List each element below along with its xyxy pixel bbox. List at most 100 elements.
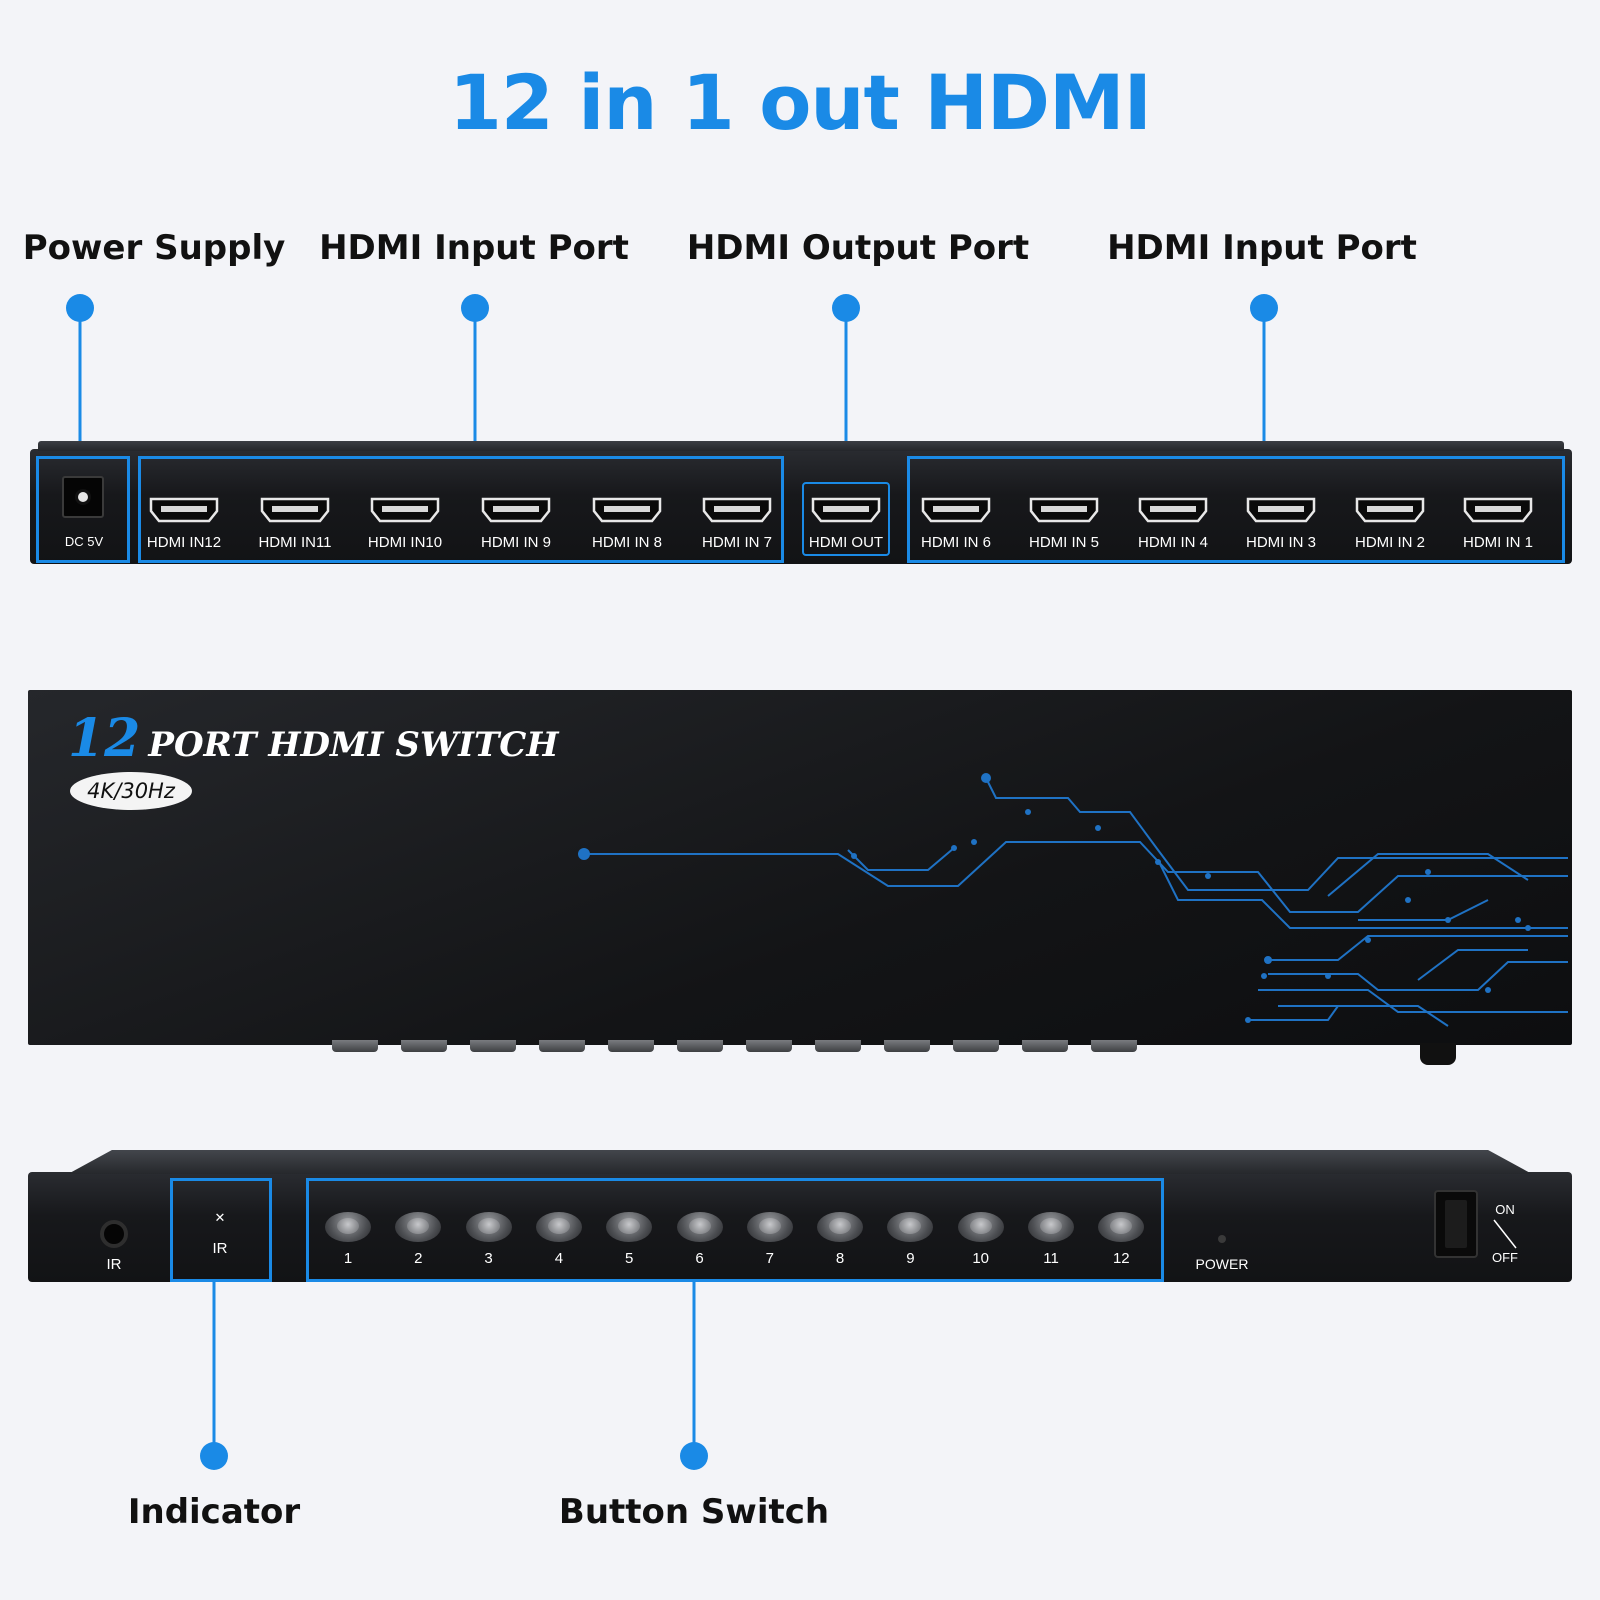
- hdmi-port-left-3: [481, 497, 551, 523]
- hdmi-port-label: HDMI IN 5: [1028, 534, 1100, 551]
- hdmi-port-left-4: [592, 497, 662, 523]
- callout-hdmi-input-left: HDMI Input Port: [319, 228, 629, 268]
- leader-dot-power: [66, 294, 94, 322]
- hdmi-port-left-2: [370, 497, 440, 523]
- hdmi-port-right-2: [1138, 497, 1208, 523]
- button-number-label: 2: [414, 1250, 423, 1267]
- button-number-label: 11: [1043, 1250, 1059, 1267]
- ir-jack: [100, 1220, 128, 1248]
- dc-power-jack: [62, 476, 104, 518]
- input-select-button-4[interactable]: [535, 1212, 582, 1242]
- input-select-button-5[interactable]: [606, 1212, 653, 1242]
- under-power-switch: [1420, 1043, 1456, 1065]
- leader-dot-input-left: [461, 294, 489, 322]
- button-number-label: 5: [625, 1250, 634, 1267]
- button-cap-edge: [332, 1040, 378, 1052]
- leader-dot-buttons: [680, 1442, 708, 1470]
- button-cap-edge: [1022, 1040, 1068, 1052]
- hdmi-port-right-3: [1246, 497, 1316, 523]
- hdmi-port-label: HDMI IN 4: [1137, 534, 1209, 551]
- highlight-buttons: [306, 1178, 1164, 1282]
- callout-indicator: Indicator: [127, 1492, 301, 1532]
- highlight-inputs-left: [138, 456, 784, 563]
- hdmi-port-label: HDMI IN 2: [1354, 534, 1426, 551]
- hdmi-port-label: HDMI IN11: [258, 534, 332, 551]
- callout-button-switch: Button Switch: [558, 1492, 830, 1532]
- button-number-label: 1: [343, 1250, 353, 1267]
- leader-dot-indicator: [200, 1442, 228, 1470]
- input-select-button-10[interactable]: [957, 1212, 1004, 1242]
- front-panel: [28, 1172, 1572, 1282]
- dc-label: DC 5V: [64, 534, 104, 549]
- ir-sensor-icon: ✕: [214, 1210, 226, 1225]
- button-number-label: 7: [765, 1250, 774, 1267]
- hdmi-port-left-1: [260, 497, 330, 523]
- hdmi-port-label: HDMI IN 6: [920, 534, 992, 551]
- hdmi-port-label: HDMI IN 3: [1245, 534, 1317, 551]
- page-title: 12 in 1 out HDMI: [449, 58, 1152, 147]
- leader-line-power: [78, 308, 82, 453]
- leader-dot-input-right: [1250, 294, 1278, 322]
- button-number-label: 9: [906, 1250, 915, 1267]
- off-label: OFF: [1492, 1250, 1518, 1265]
- hdmi-port-label: HDMI IN10: [367, 534, 443, 551]
- button-cap-edge: [401, 1040, 447, 1052]
- leader-line-output: [844, 308, 848, 484]
- brand-number: 12: [68, 708, 141, 769]
- callout-hdmi-input-right: HDMI Input Port: [1107, 228, 1417, 268]
- leader-line-input-left: [473, 308, 477, 453]
- button-cap-edge: [539, 1040, 585, 1052]
- leader-line-buttons: [692, 1282, 696, 1456]
- power-rocker-switch[interactable]: [1434, 1190, 1478, 1258]
- ir-label: IR: [106, 1256, 122, 1273]
- leader-line-indicator: [212, 1282, 216, 1456]
- hdmi-port-right-5: [1463, 497, 1533, 523]
- highlight-indicator: [170, 1178, 272, 1282]
- hdmi-port-label: HDMI OUT: [808, 534, 884, 551]
- hdmi-port-left-0: [149, 497, 219, 523]
- button-number-label: 3: [484, 1250, 493, 1267]
- rocker-paddle: [1445, 1200, 1467, 1248]
- highlight-output: [802, 482, 890, 556]
- hdmi-port-label: HDMI IN 9: [480, 534, 552, 551]
- hdmi-port-label: HDMI IN 8: [591, 534, 663, 551]
- hdmi-port-label: HDMI IN12: [146, 534, 222, 551]
- button-cap-edge: [815, 1040, 861, 1052]
- input-select-button-6[interactable]: [676, 1212, 723, 1242]
- button-cap-edge: [884, 1040, 930, 1052]
- callout-hdmi-output: HDMI Output Port: [686, 228, 1030, 268]
- input-select-button-9[interactable]: [887, 1212, 934, 1242]
- hdmi-port-left-5: [702, 497, 772, 523]
- button-number-label: 10: [972, 1250, 990, 1267]
- input-select-button-7[interactable]: [746, 1212, 793, 1242]
- hdmi-port-right-4: [1355, 497, 1425, 523]
- input-select-button-12[interactable]: [1098, 1212, 1145, 1242]
- callout-power-supply: Power Supply: [22, 228, 286, 268]
- hdmi-port-label: HDMI IN 1: [1462, 534, 1534, 551]
- input-select-button-11[interactable]: [1028, 1212, 1074, 1242]
- hdmi-port-label: HDMI IN 7: [701, 534, 773, 551]
- highlight-inputs-right: [907, 456, 1565, 563]
- hdmi-port-right-0: [921, 497, 991, 523]
- button-cap-edge: [608, 1040, 654, 1052]
- circuit-graphic: [578, 773, 1568, 1027]
- ir-indicator-label: IR: [212, 1240, 228, 1257]
- leader-line-input-right: [1262, 308, 1266, 458]
- leader-dot-output: [832, 294, 860, 322]
- hdmi-port-out: [811, 497, 881, 523]
- input-select-button-3[interactable]: [465, 1212, 512, 1242]
- button-cap-edge: [953, 1040, 999, 1052]
- button-cap-edge: [746, 1040, 792, 1052]
- on-label: ON: [1495, 1202, 1515, 1217]
- resolution-badge: 4K/30Hz: [70, 772, 192, 810]
- button-cap-edge: [470, 1040, 516, 1052]
- input-select-button-1[interactable]: [325, 1212, 371, 1242]
- button-number-label: 8: [835, 1250, 845, 1267]
- power-led: [1218, 1235, 1226, 1243]
- highlight-power: [36, 456, 130, 563]
- input-select-button-2[interactable]: [395, 1212, 442, 1242]
- button-number-label: 4: [554, 1250, 564, 1267]
- hdmi-port-right-1: [1029, 497, 1099, 523]
- input-select-button-8[interactable]: [817, 1212, 864, 1242]
